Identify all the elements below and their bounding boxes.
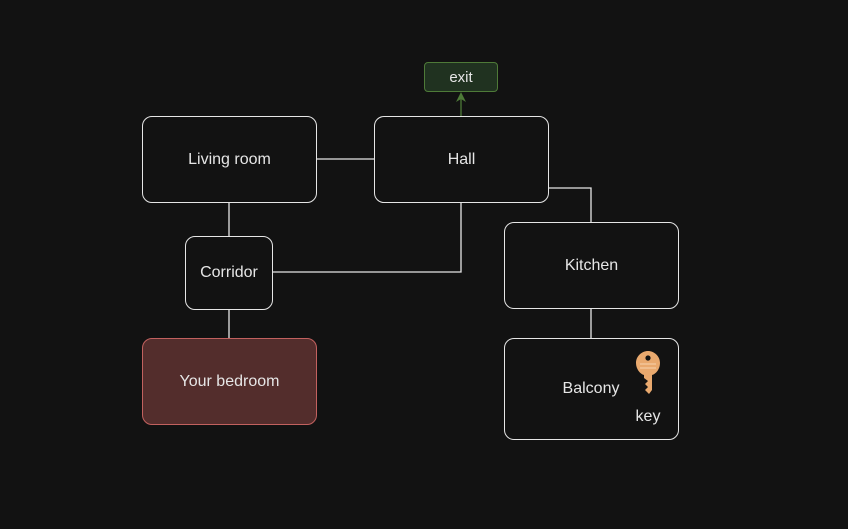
room-label: Kitchen	[564, 256, 619, 274]
room-hall: Hall	[374, 116, 549, 203]
room-label: Your bedroom	[179, 372, 280, 390]
item-label-key: key	[635, 408, 661, 425]
edge-hall-kitchen	[549, 187, 592, 222]
key-icon	[636, 351, 660, 394]
room-label: Living room	[188, 150, 271, 168]
exit-label: exit	[449, 68, 473, 86]
room-label: Hall	[447, 150, 476, 168]
room-your-bedroom-current: Your bedroom	[142, 338, 317, 425]
room-corridor: Corridor	[185, 236, 273, 310]
room-label: Corridor	[200, 264, 258, 281]
exit-node: exit	[424, 62, 498, 92]
room-kitchen: Kitchen	[504, 222, 679, 309]
edge-corridor-hall	[273, 203, 462, 273]
room-living-room: Living room	[142, 116, 317, 203]
room-label-balcony: Balcony	[562, 380, 620, 397]
